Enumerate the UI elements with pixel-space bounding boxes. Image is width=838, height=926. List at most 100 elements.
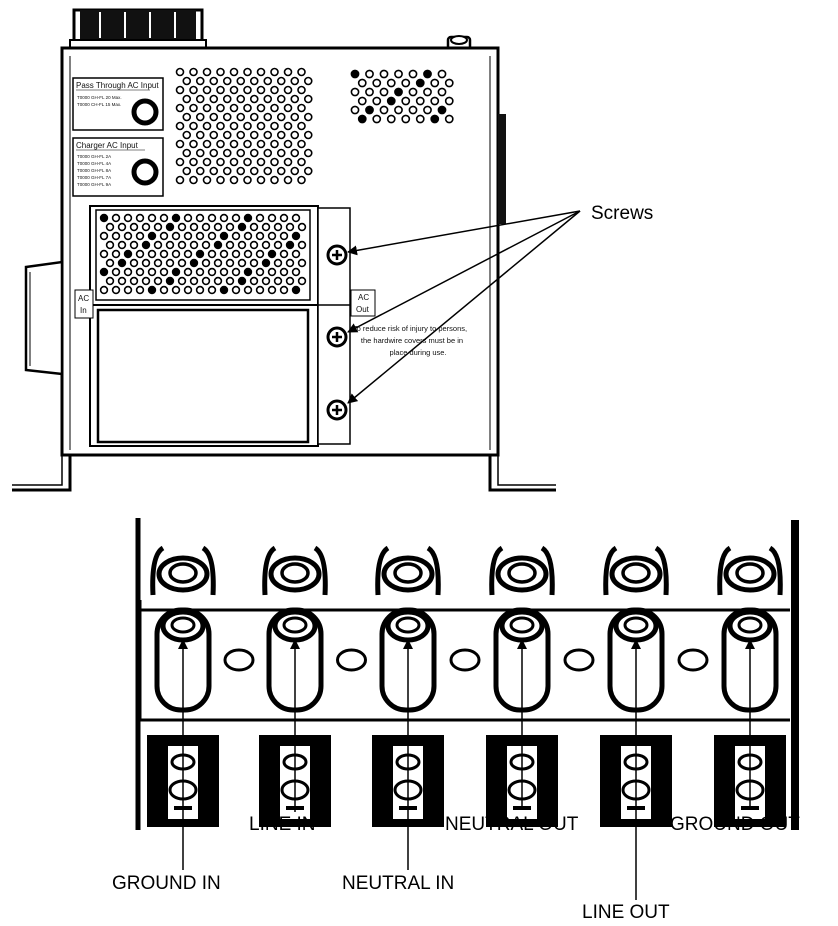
- vent-hole: [175, 157, 185, 167]
- vent-hole: [273, 240, 283, 250]
- vent-hole: [105, 240, 115, 250]
- vent-hole: [189, 121, 198, 131]
- vent-hole: [303, 166, 313, 176]
- terminal-post: [714, 545, 786, 827]
- vent-hole: [255, 231, 265, 241]
- vent-hole: [430, 114, 440, 124]
- vent-hole: [177, 276, 187, 286]
- vent-hole: [147, 249, 157, 259]
- charger-label: Charger AC Input T0000 GH-FL 2A T0000 GH…: [72, 137, 164, 197]
- line-in-label: LINE IN: [249, 814, 316, 835]
- vent-hole: [401, 78, 411, 88]
- ac-in-tag: AC In: [74, 289, 94, 319]
- vent-hole: [111, 231, 121, 241]
- charger-line: T0000 GH-FL 7A: [77, 175, 111, 180]
- svg-text:AC: AC: [358, 293, 369, 302]
- link-hole: [336, 648, 367, 672]
- vent-grid-left: [175, 67, 313, 185]
- vent-hole: [213, 222, 223, 232]
- vent-hole: [261, 258, 271, 268]
- vent-hole: [365, 87, 374, 97]
- vent-hole: [135, 249, 145, 259]
- vent-hole: [437, 105, 447, 115]
- vent-hole: [141, 222, 151, 232]
- vent-hole: [350, 69, 360, 79]
- vent-hole: [189, 139, 198, 149]
- svg-text:the hardwire covers must be in: the hardwire covers must be in: [361, 336, 463, 345]
- vent-hole: [183, 267, 193, 277]
- vent-hole: [283, 121, 293, 131]
- charger-line: T0000 GH-FL 8A: [77, 168, 111, 173]
- vent-hole: [183, 285, 193, 295]
- vent-hole: [261, 276, 271, 286]
- vent-hole: [135, 285, 145, 295]
- vent-hole: [283, 139, 293, 149]
- vent-hole: [263, 166, 273, 176]
- vent-hole: [209, 166, 219, 176]
- vent-hole: [216, 121, 225, 131]
- vent-hole: [267, 267, 277, 277]
- vent-hole: [231, 267, 241, 277]
- vent-hole: [444, 96, 454, 106]
- vent-hole: [175, 175, 185, 185]
- vent-hole: [379, 69, 389, 79]
- link-hole: [449, 648, 481, 672]
- vent-hole: [195, 166, 205, 176]
- vent-hole: [195, 112, 205, 122]
- vent-hole: [219, 213, 229, 223]
- vent-hole: [290, 76, 300, 86]
- vent-hole: [129, 222, 139, 232]
- vent-hole: [171, 231, 181, 241]
- vent-hole: [249, 94, 259, 104]
- vent-hole: [182, 148, 192, 158]
- vent-hole: [147, 267, 157, 277]
- vent-hole: [243, 231, 253, 241]
- vent-hole: [256, 175, 266, 185]
- vent-hole: [303, 94, 313, 104]
- vent-hole: [290, 130, 300, 140]
- vent-hole: [225, 240, 235, 250]
- vent-hole: [303, 76, 313, 86]
- vent-hole: [129, 258, 139, 268]
- vent-hole: [105, 276, 115, 286]
- vent-hole: [182, 94, 192, 104]
- svg-text:In: In: [80, 306, 87, 315]
- vent-hole: [236, 166, 246, 176]
- vent-hole: [249, 148, 259, 158]
- vent-hole: [209, 148, 219, 158]
- link-hole: [677, 648, 709, 672]
- vent-hole: [231, 213, 241, 223]
- vent-hole: [183, 213, 193, 223]
- terminal-labels: GROUND IN LINE IN NEUTRAL IN NEUTRAL OUT…: [112, 639, 800, 923]
- vent-hole: [209, 94, 219, 104]
- vent-hole: [283, 103, 293, 113]
- vent-hole: [216, 157, 225, 167]
- vent-hole: [222, 76, 232, 86]
- vent-hole: [437, 69, 447, 79]
- pass-through-title: Pass Through AC Input: [76, 81, 159, 90]
- vent-hole: [182, 166, 192, 176]
- vent-hole: [423, 105, 432, 115]
- vent-hole: [279, 213, 289, 223]
- vent-hole: [415, 96, 425, 106]
- vent-hole: [243, 249, 253, 259]
- vent-hole: [177, 240, 187, 250]
- vent-hole: [423, 69, 432, 79]
- vent-hole: [141, 258, 151, 268]
- vent-hole: [202, 139, 212, 149]
- vent-hole: [297, 67, 306, 77]
- vent-hole: [182, 76, 192, 86]
- vent-hole: [165, 258, 175, 268]
- vent-hole: [237, 222, 247, 232]
- vent-hole: [219, 285, 229, 295]
- vent-hole: [147, 285, 157, 295]
- vent-hole: [222, 166, 232, 176]
- vent-hole: [165, 276, 175, 286]
- vent-hole: [195, 76, 205, 86]
- vent-hole: [123, 213, 133, 223]
- vent-hole: [195, 130, 205, 140]
- vent-hole: [394, 87, 403, 97]
- vent-hole: [207, 249, 217, 259]
- vent-hole: [207, 231, 217, 241]
- vent-hole: [195, 249, 205, 259]
